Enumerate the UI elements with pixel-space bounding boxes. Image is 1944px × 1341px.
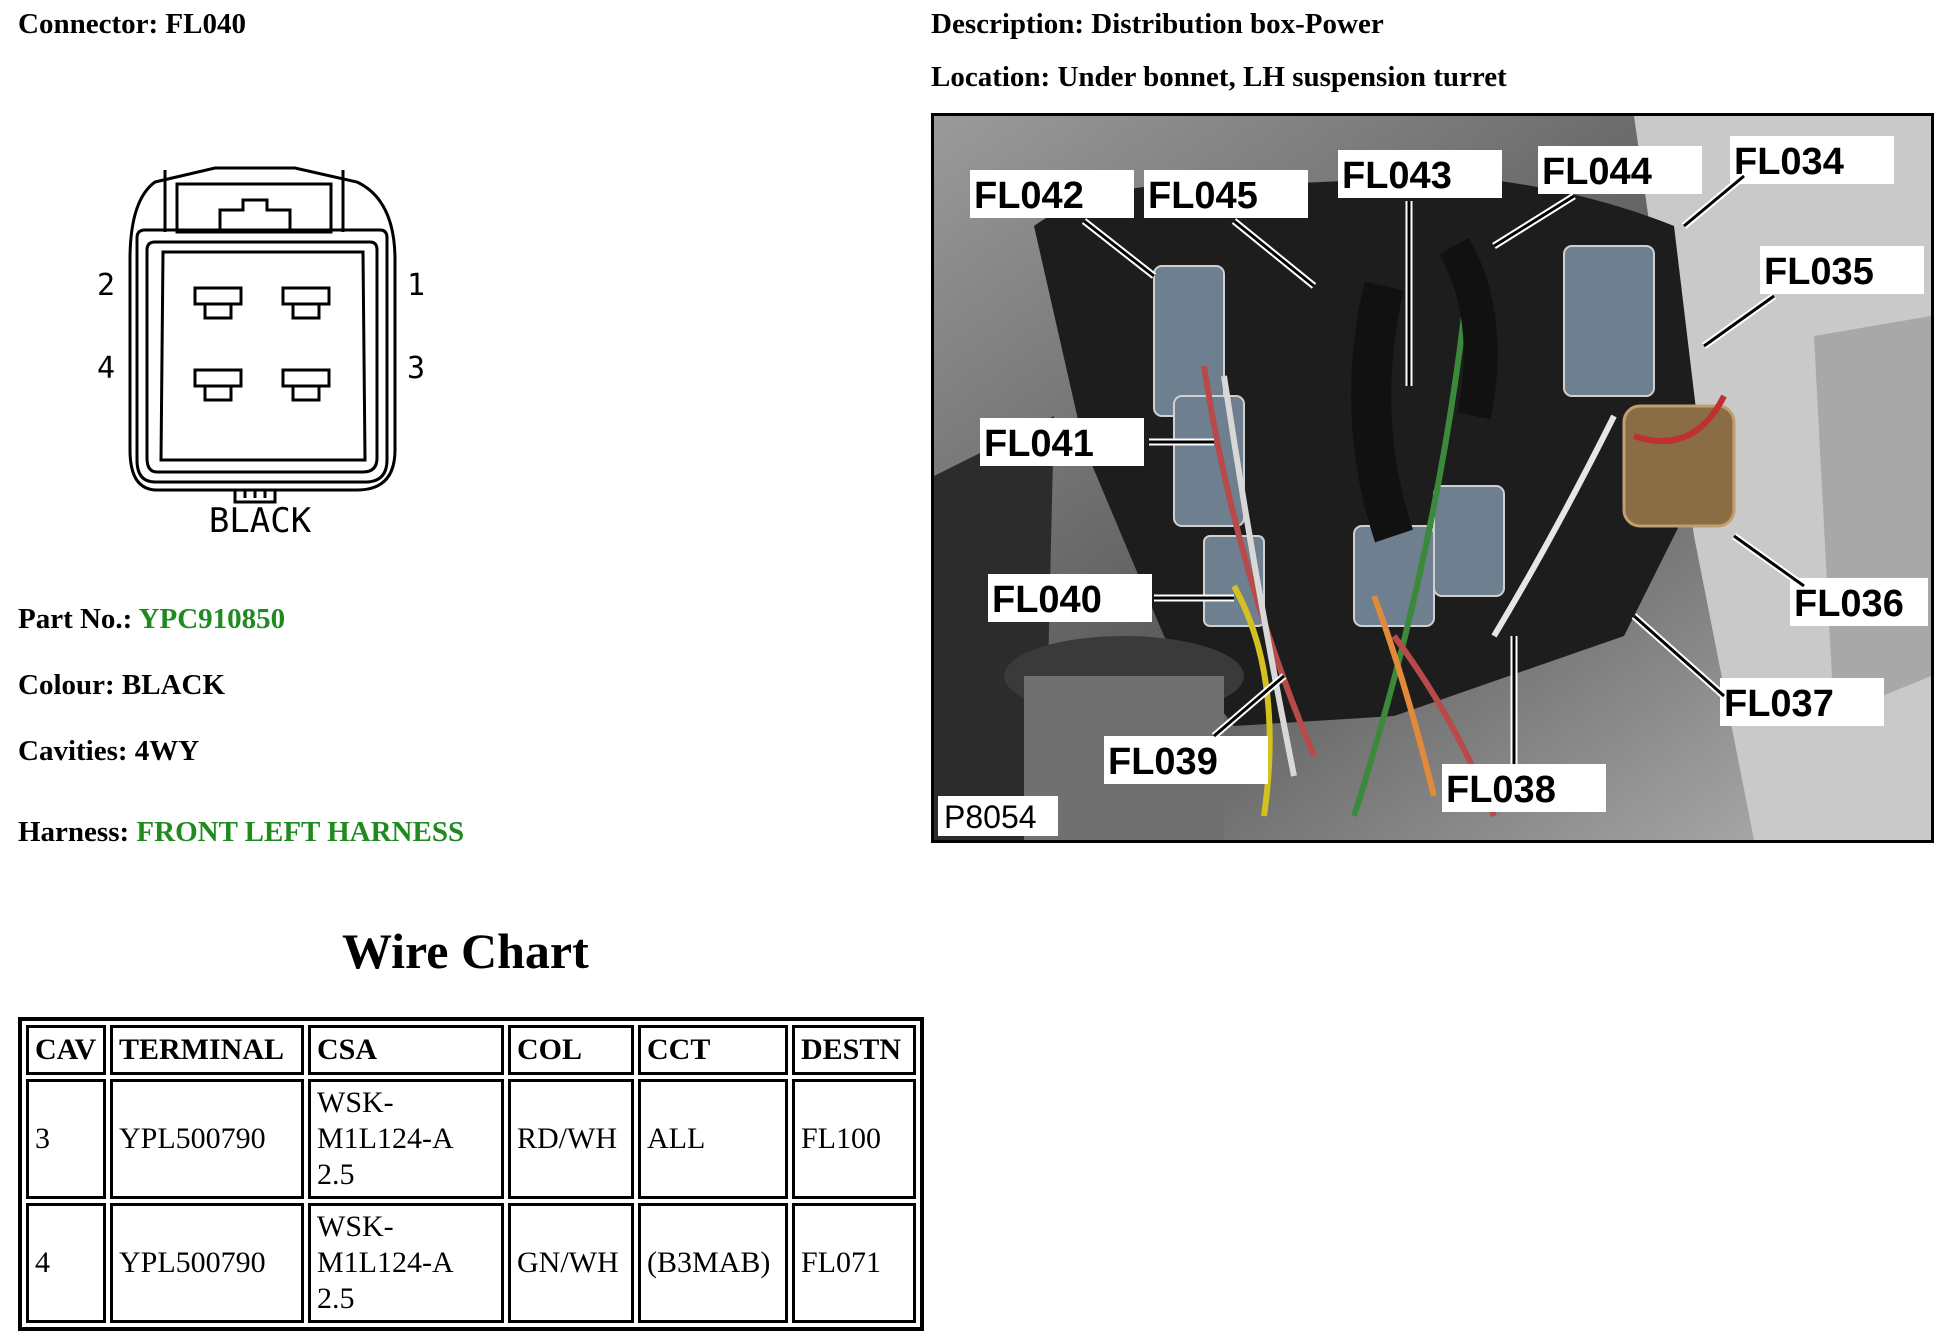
header-terminal: TERMINAL	[110, 1025, 304, 1075]
header-cav: CAV	[26, 1025, 106, 1075]
csa-line: M1L124-A	[317, 1122, 454, 1155]
callout-FL042: FL042	[970, 170, 1134, 218]
callout-FL044: FL044	[1538, 146, 1702, 194]
callout-FL039: FL039	[1104, 736, 1268, 784]
header-cct: CCT	[638, 1025, 788, 1075]
cell-cct: (B3MAB)	[638, 1203, 788, 1323]
colour-line: Colour: BLACK	[18, 669, 225, 702]
location-line: Location: Under bonnet, LH suspension tu…	[931, 61, 1507, 94]
callout-FL045: FL045	[1144, 170, 1308, 218]
callout-FL040: FL040	[988, 574, 1152, 622]
harness-label: Harness:	[18, 816, 130, 848]
connector-value: FL040	[165, 8, 246, 40]
svg-text:FL034: FL034	[1734, 141, 1844, 183]
colour-value: BLACK	[121, 669, 226, 701]
table-row: 3 YPL500790 WSK- M1L124-A 2.5 RD/WH ALL …	[26, 1079, 916, 1199]
description-value: Distribution box-Power	[1091, 8, 1384, 40]
svg-text:FL044: FL044	[1542, 151, 1652, 193]
callout-FL043: FL043	[1338, 150, 1502, 198]
svg-text:FL042: FL042	[974, 175, 1084, 217]
svg-text:FL036: FL036	[1794, 583, 1904, 625]
connector-face-diagram: 1 2 3 4 BLACK	[95, 160, 435, 541]
wire-chart-table: CAV TERMINAL CSA COL CCT DESTN 3 YPL5007…	[18, 1017, 924, 1331]
pin-label-1: 1	[407, 268, 425, 303]
connector-colour-caption: BLACK	[209, 501, 312, 540]
csa-line: WSK-	[317, 1210, 394, 1243]
cavities-label: Cavities:	[18, 735, 128, 767]
location-value: Under bonnet, LH suspension turret	[1057, 61, 1507, 93]
cell-destn: FL071	[792, 1203, 916, 1323]
cell-csa: WSK- M1L124-A 2.5	[308, 1203, 504, 1323]
csa-line: M1L124-A	[317, 1246, 454, 1279]
cell-col: GN/WH	[508, 1203, 634, 1323]
cell-destn: FL100	[792, 1079, 916, 1199]
callout-FL038: FL038	[1442, 764, 1606, 812]
cell-terminal: YPL500790	[110, 1079, 304, 1199]
csa-line: 2.5	[317, 1158, 355, 1191]
harness-line: Harness: FRONT LEFT HARNESS	[18, 816, 464, 849]
location-photo-svg: FL042 FL045 FL043 FL044 FL034 FL035	[934, 116, 1931, 840]
svg-text:FL035: FL035	[1764, 251, 1874, 293]
svg-text:FL038: FL038	[1446, 769, 1556, 811]
cavities-value: 4WY	[134, 735, 200, 767]
svg-text:FL040: FL040	[992, 579, 1102, 621]
pin-label-2: 2	[97, 268, 115, 303]
svg-text:FL045: FL045	[1148, 175, 1258, 217]
cavities-line: Cavities: 4WY	[18, 735, 199, 768]
wire-chart-title: Wire Chart	[342, 923, 589, 979]
svg-text:FL037: FL037	[1724, 683, 1834, 725]
connector-heading: Connector: FL040	[18, 8, 246, 41]
callout-FL034: FL034	[1730, 136, 1894, 184]
cell-csa: WSK- M1L124-A 2.5	[308, 1079, 504, 1199]
description-label: Description:	[931, 8, 1085, 40]
location-photo: FL042 FL045 FL043 FL044 FL034 FL035	[931, 113, 1934, 843]
part-no-line: Part No.: YPC910850	[18, 603, 285, 636]
description-line: Description: Distribution box-Power	[931, 8, 1384, 41]
svg-text:FL041: FL041	[984, 423, 1094, 465]
svg-text:FL043: FL043	[1342, 155, 1452, 197]
pin-label-3: 3	[407, 351, 425, 386]
harness-link[interactable]: FRONT LEFT HARNESS	[136, 816, 465, 848]
location-label: Location:	[931, 61, 1051, 93]
colour-label: Colour:	[18, 669, 115, 701]
csa-line: 2.5	[317, 1282, 355, 1315]
callout-FL035: FL035	[1760, 246, 1924, 294]
svg-text:P8054: P8054	[944, 799, 1037, 835]
cell-col: RD/WH	[508, 1079, 634, 1199]
connector-label: Connector:	[18, 8, 159, 40]
callout-FL041: FL041	[980, 418, 1144, 466]
cell-cav: 3	[26, 1079, 106, 1199]
pin-label-4: 4	[97, 351, 115, 386]
connector-face-svg: 1 2 3 4 BLACK	[97, 166, 425, 541]
part-no-label: Part No.:	[18, 603, 133, 635]
cell-terminal: YPL500790	[110, 1203, 304, 1323]
callout-FL036: FL036	[1790, 578, 1928, 626]
table-header-row: CAV TERMINAL CSA COL CCT DESTN	[26, 1025, 916, 1075]
svg-text:FL039: FL039	[1108, 741, 1218, 783]
photo-reference: P8054	[938, 796, 1058, 836]
cell-cav: 4	[26, 1203, 106, 1323]
csa-line: WSK-	[317, 1086, 394, 1119]
cell-cct: ALL	[638, 1079, 788, 1199]
header-col: COL	[508, 1025, 634, 1075]
table-row: 4 YPL500790 WSK- M1L124-A 2.5 GN/WH (B3M…	[26, 1203, 916, 1323]
header-destn: DESTN	[792, 1025, 916, 1075]
header-csa: CSA	[308, 1025, 504, 1075]
part-no-link[interactable]: YPC910850	[138, 603, 286, 635]
callout-FL037: FL037	[1720, 678, 1884, 726]
